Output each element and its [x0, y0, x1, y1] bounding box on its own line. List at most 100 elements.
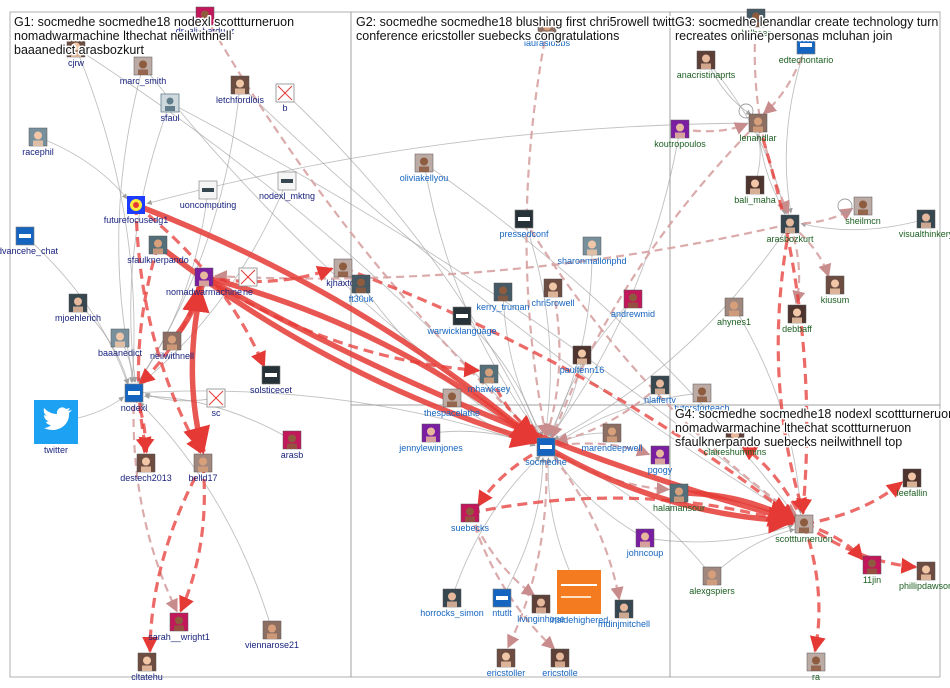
node-ericstoller[interactable]: ericstoller	[487, 648, 526, 678]
node-label: billbeer	[741, 28, 770, 38]
avatar-icon	[442, 388, 462, 408]
node-arasbozkurt[interactable]: arasbozkurt	[766, 214, 814, 244]
node-cltatehu[interactable]: cltatehu	[131, 652, 163, 682]
node-andrewmid[interactable]: andrewmid	[611, 289, 655, 319]
node-laurasiobbs[interactable]: laurasiobbs	[524, 18, 571, 48]
node-label: sfaulknerpando	[127, 255, 189, 265]
node-11jin[interactable]: 11jin	[862, 555, 882, 585]
node-arasb[interactable]: arasb	[281, 430, 304, 460]
node-jennylewinjones[interactable]: jennylewinjones	[398, 423, 463, 453]
logo-icon	[536, 437, 556, 457]
node-twitter[interactable]: twitter	[34, 400, 78, 455]
node-johncoup[interactable]: johncoup	[626, 528, 664, 558]
node-sharonmallonphd[interactable]: sharonmallonphd	[557, 236, 627, 266]
node-marendeepwell[interactable]: marendeepwell	[581, 423, 643, 453]
logo-icon	[15, 226, 35, 246]
edge-scottturneruon-to-leefallin	[803, 481, 904, 526]
node-edtechontario[interactable]: edtechontario	[779, 35, 834, 65]
node-leefallin[interactable]: leefallin	[897, 468, 928, 498]
avatar-icon	[650, 445, 670, 465]
edge-sc-to-nodexl	[144, 392, 217, 402]
node-uoncomputing[interactable]: uoncomputing	[180, 180, 237, 210]
node-futurefocusedg1[interactable]: futurefocusedg1	[104, 196, 169, 225]
node-lenandlar[interactable]: lenandlar	[739, 113, 777, 143]
node-debbaff[interactable]: debbaff	[782, 304, 812, 334]
node-nodexl_mktng[interactable]: nodexl_mktng	[259, 171, 315, 201]
edge-sfaul-to-nodexl	[130, 102, 171, 383]
node-advancehe_chat[interactable]: advancehe_chat	[0, 226, 59, 256]
node-ra[interactable]: ra	[806, 652, 826, 682]
node-mhawksey[interactable]: mhawksey	[468, 364, 511, 394]
node-sheilmcn[interactable]: sheilmcn	[845, 196, 881, 226]
node-scottturneruon[interactable]: scottturneruon	[775, 514, 833, 544]
node-belld17[interactable]: belld17	[188, 453, 218, 483]
node-ne[interactable]: ne	[238, 267, 258, 297]
node-mdinjmitchell[interactable]: mdinjmitchell	[598, 599, 650, 629]
avatar-icon	[148, 235, 168, 255]
node-ahynes1[interactable]: ahynes1	[717, 297, 751, 327]
node-anacristinaprts[interactable]: anacristinaprts	[677, 50, 736, 80]
node-label: arasb	[281, 450, 304, 460]
node-label: 11jin	[863, 575, 881, 585]
avatar-icon	[670, 119, 690, 139]
node-nodexl[interactable]: nodexl	[121, 383, 148, 413]
node-label: b	[282, 103, 287, 113]
node-label: scottturneruon	[775, 534, 833, 544]
node-insidehighered[interactable]: insidehighered	[550, 570, 609, 625]
node-racephil[interactable]: racephil	[22, 127, 54, 157]
node-cjrw[interactable]: cjrw	[66, 38, 86, 68]
node-sarah__wright1[interactable]: sarah__wright1	[148, 612, 210, 642]
node-label: letchfordlois	[216, 95, 265, 105]
node-halamansour[interactable]: halamansour	[653, 483, 705, 513]
node-nlaffertv[interactable]: nlaffertv	[644, 375, 676, 405]
node-marc_smith[interactable]: marc_smith	[120, 56, 167, 86]
avatar-placeholder-icon	[160, 93, 180, 113]
node-horrocks_simon[interactable]: horrocks_simon	[420, 588, 484, 618]
avatar-icon	[916, 209, 936, 229]
node-tutorsforteach[interactable]: tutorsforteach	[674, 383, 730, 413]
node-ntutlt[interactable]: ntutlt	[492, 588, 512, 618]
node-livinginhope[interactable]: livinginhope	[517, 594, 565, 624]
edge-cjrw-to-nodexl	[75, 47, 136, 383]
node-sfaulknerpando[interactable]: sfaulknerpando	[127, 235, 189, 265]
node-kiusum[interactable]: kiusum	[821, 275, 850, 305]
edge-letchfordlois-to-scottturneruon	[239, 84, 796, 518]
node-bali_maha[interactable]: bali_maha	[734, 175, 776, 205]
node-suebecks[interactable]: suebecks	[451, 503, 490, 533]
node-nomadwarmachine[interactable]: nomadwarmachine	[166, 267, 242, 297]
node-alexgspiers[interactable]: alexgspiers	[689, 566, 735, 596]
node-label: pressedconf	[499, 229, 549, 239]
node-solsticecet[interactable]: solsticecet	[250, 365, 293, 395]
node-neilwithnell[interactable]: neilwithnell	[150, 331, 194, 361]
node-oliviakellyou[interactable]: oliviakellyou	[400, 153, 449, 183]
node-label: mhawksey	[468, 384, 511, 394]
node-socmedhe[interactable]: socmedhe	[525, 437, 567, 467]
node-ft30uk[interactable]: ft30uk	[349, 274, 374, 304]
edge-lenandlar-to-socmedhe	[550, 122, 759, 440]
node-phillipdawson[interactable]: phillipdawson	[899, 561, 950, 591]
node-letchfordlois[interactable]: letchfordlois	[216, 75, 265, 105]
node-thespacelathe[interactable]: thespacelathe	[424, 388, 480, 418]
node-pressedconf[interactable]: pressedconf	[499, 209, 549, 239]
node-baaanedict[interactable]: baaanedict	[98, 328, 143, 358]
node-dr_alisherdusz[interactable]: dr_alisherdusz	[176, 6, 235, 36]
node-warwicklanguage[interactable]: warwicklanguage	[426, 306, 497, 336]
node-billbeer[interactable]: billbeer	[741, 8, 771, 38]
node-paulfenn16[interactable]: paulfenn16	[560, 345, 605, 375]
node-b[interactable]: b	[275, 83, 295, 113]
node-ericstolle[interactable]: ericstolle	[542, 648, 578, 678]
node-mjoehlerich[interactable]: mjoehlerich	[55, 293, 101, 323]
node-kjhaxton[interactable]: kjhaxton	[326, 258, 360, 288]
edge-futurefocusedg1-to-belld17	[134, 204, 202, 454]
node-pgogy[interactable]: pgogy	[648, 445, 673, 475]
node-viennarose21[interactable]: viennarose21	[245, 620, 299, 650]
avatar-icon	[725, 427, 745, 447]
node-sc[interactable]: sc	[206, 388, 226, 418]
node-destech2013[interactable]: destech2013	[120, 453, 172, 483]
node-koutropoulos[interactable]: koutropoulos	[654, 119, 706, 149]
node-claireshummins[interactable]: claireshummins	[704, 427, 767, 457]
node-chri5rowell[interactable]: chri5rowell	[531, 278, 575, 308]
node-visualthinkery[interactable]: visualthinkery	[899, 209, 950, 239]
node-kerry_truman[interactable]: kerry_truman	[476, 282, 530, 312]
node-sfaul[interactable]: sfaul	[160, 93, 180, 123]
